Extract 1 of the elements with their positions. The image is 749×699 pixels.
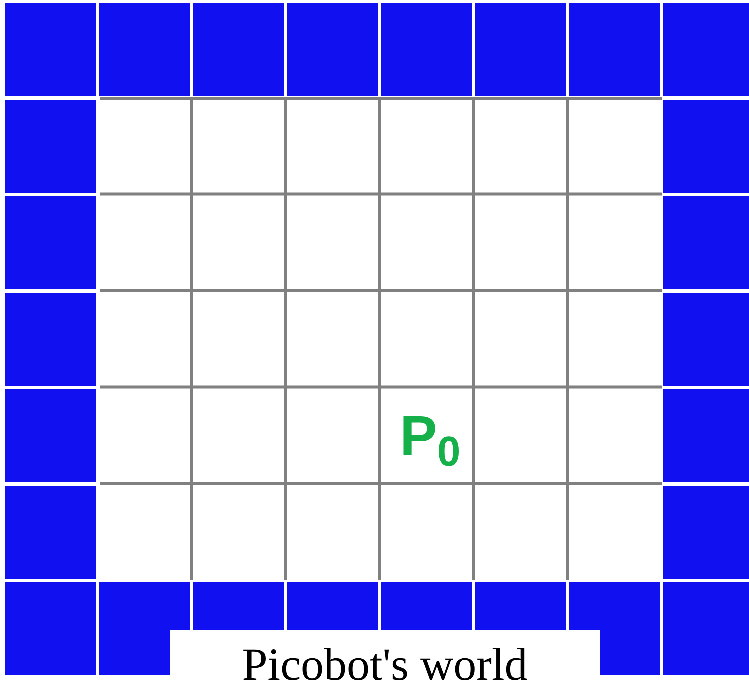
robot-label: P$_{0}$ (400, 408, 461, 464)
